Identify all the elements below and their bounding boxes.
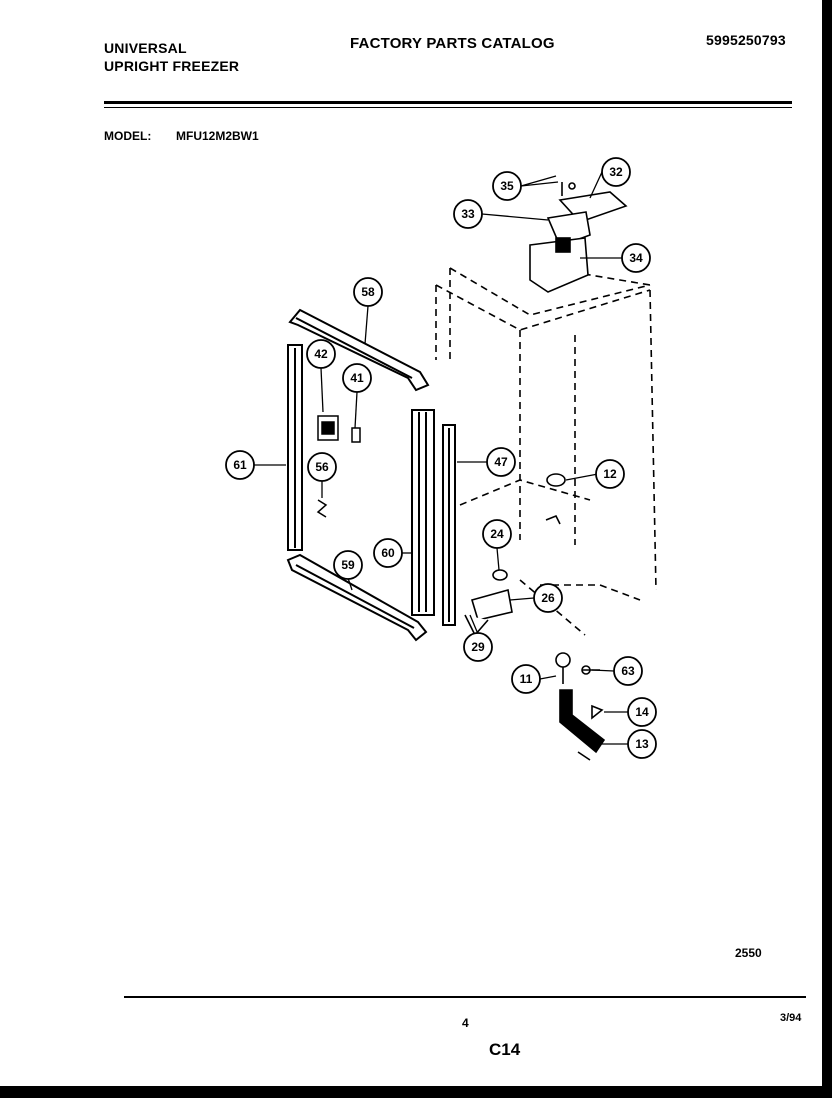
svg-text:13: 13 bbox=[635, 737, 649, 751]
svg-text:41: 41 bbox=[350, 371, 364, 385]
svg-text:63: 63 bbox=[621, 664, 635, 678]
leader-lines bbox=[254, 171, 628, 745]
callout-42: 42 bbox=[306, 339, 336, 369]
callout-14: 14 bbox=[627, 697, 657, 727]
callout-59: 59 bbox=[333, 550, 363, 580]
callout-34: 34 bbox=[621, 243, 651, 273]
svg-text:26: 26 bbox=[541, 591, 555, 605]
revision-date: 3/94 bbox=[780, 1012, 802, 1024]
door-switch bbox=[316, 415, 361, 518]
right-door-gasket bbox=[411, 409, 435, 616]
callout-12: 12 bbox=[595, 459, 625, 489]
door-bottom-frame bbox=[286, 553, 428, 642]
cabinet-outline bbox=[435, 267, 657, 636]
exploded-parts-diagram: 35 32 33 34 58 42 41 61 56 12 47 60 24 5… bbox=[225, 157, 657, 761]
callout-47: 47 bbox=[486, 447, 516, 477]
callout-26: 26 bbox=[533, 583, 563, 613]
drain-parts bbox=[555, 652, 606, 761]
thermostat-assembly bbox=[529, 182, 628, 293]
callout-63: 63 bbox=[613, 656, 643, 686]
svg-text:12: 12 bbox=[603, 467, 617, 481]
svg-text:58: 58 bbox=[361, 285, 375, 299]
callout-58: 58 bbox=[353, 277, 383, 307]
svg-text:61: 61 bbox=[233, 458, 247, 472]
svg-text:32: 32 bbox=[609, 165, 623, 179]
svg-text:47: 47 bbox=[494, 455, 508, 469]
svg-text:24: 24 bbox=[490, 527, 504, 541]
svg-text:42: 42 bbox=[314, 347, 328, 361]
breaker-strip bbox=[442, 424, 456, 626]
catalog-part-number: 5995250793 bbox=[706, 32, 786, 48]
door-top-frame bbox=[288, 308, 430, 392]
callout-labels: 35 32 33 34 58 42 41 61 56 12 47 60 24 5… bbox=[225, 157, 657, 759]
svg-text:34: 34 bbox=[629, 251, 643, 265]
catalog-title: FACTORY PARTS CATALOG bbox=[350, 35, 555, 52]
svg-text:11: 11 bbox=[520, 672, 533, 686]
model-label: MODEL: bbox=[104, 129, 152, 143]
callout-32: 32 bbox=[601, 157, 631, 187]
brand-name: UNIVERSAL bbox=[104, 40, 187, 56]
svg-text:35: 35 bbox=[500, 179, 514, 193]
callout-41: 41 bbox=[342, 363, 372, 393]
footer-rule bbox=[124, 996, 806, 998]
product-name: UPRIGHT FREEZER bbox=[104, 58, 240, 74]
callout-35: 35 bbox=[492, 171, 522, 201]
svg-text:60: 60 bbox=[381, 546, 395, 560]
svg-text:59: 59 bbox=[341, 558, 355, 572]
callout-29: 29 bbox=[463, 632, 493, 662]
hinge-parts bbox=[464, 473, 566, 637]
svg-text:14: 14 bbox=[635, 705, 649, 719]
svg-text:56: 56 bbox=[315, 460, 329, 474]
callout-33: 33 bbox=[453, 199, 483, 229]
callout-24: 24 bbox=[482, 519, 512, 549]
diagram-reference-code: 2550 bbox=[735, 946, 762, 960]
callout-60: 60 bbox=[373, 538, 403, 568]
svg-text:33: 33 bbox=[461, 207, 475, 221]
callout-13: 13 bbox=[627, 729, 657, 759]
callout-61: 61 bbox=[225, 450, 255, 480]
section-code: C14 bbox=[489, 1040, 521, 1059]
svg-text:29: 29 bbox=[471, 640, 485, 654]
left-door-gasket bbox=[287, 344, 303, 551]
model-number: MFU12M2BW1 bbox=[176, 129, 259, 143]
header-rule-thick bbox=[104, 101, 792, 104]
page-number: 4 bbox=[462, 1016, 469, 1030]
callout-56: 56 bbox=[307, 452, 337, 482]
callout-11: 11 bbox=[511, 664, 541, 694]
header-rule-thin bbox=[104, 107, 792, 108]
